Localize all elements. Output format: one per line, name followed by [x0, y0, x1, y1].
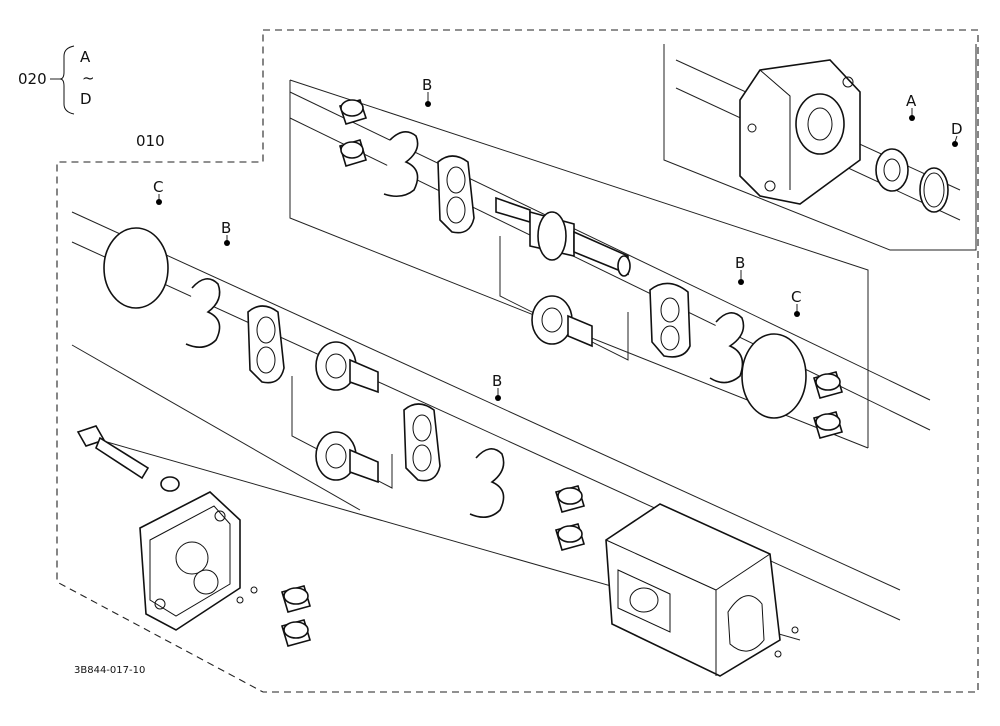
- washer: [160, 476, 180, 492]
- drive-shaft-gear: [495, 196, 631, 277]
- assembly-boundary: [56, 29, 979, 693]
- callout-b-lower: B: [492, 372, 502, 390]
- upper-wear-plate: [437, 155, 475, 234]
- housing-subgroup-frame: [663, 44, 977, 251]
- shaft-subgroup-frame-right: [289, 79, 869, 448]
- callout-a: A: [906, 92, 917, 110]
- callout-b-right: B: [735, 254, 745, 272]
- group-range-to: D: [80, 90, 92, 108]
- right-wear-plate: [649, 282, 691, 358]
- front-cover-housing: [739, 59, 861, 205]
- group-range-tilde: ~: [82, 69, 95, 87]
- lower-bushings: [554, 485, 586, 551]
- left-driven-gear: [315, 431, 379, 484]
- group-range-from: A: [80, 48, 91, 66]
- assembly-number: 010: [136, 132, 165, 150]
- driven-gear: [531, 295, 593, 348]
- group-number: 020: [18, 70, 47, 88]
- callout-b-upper: B: [422, 76, 432, 94]
- housing-circlip: [919, 167, 949, 213]
- group-reference: 020 A ~ D: [18, 45, 95, 115]
- left-drive-gear: [315, 341, 379, 394]
- right-o-ring: [741, 333, 807, 419]
- upper-bushings: [338, 99, 368, 167]
- lower-wear-plate: [403, 403, 441, 482]
- oil-seal: [875, 148, 909, 192]
- rear-bushings: [280, 585, 312, 647]
- callout-c-right: C: [791, 288, 801, 306]
- right-backup-ring: [709, 312, 745, 384]
- upper-backup-ring: [383, 131, 419, 198]
- left-wear-plate: [247, 305, 285, 384]
- rear-cover: [139, 491, 258, 631]
- gear-body-housing: [605, 503, 799, 677]
- callout-leaders: [156, 92, 958, 401]
- lower-backup-ring: [469, 448, 505, 518]
- right-bushings: [812, 371, 844, 439]
- left-backup-ring: [185, 278, 221, 348]
- drawing-code: 3B844-017-10: [74, 665, 145, 676]
- callout-d: D: [951, 120, 963, 138]
- callout-b-left: B: [221, 219, 231, 237]
- shaft-subgroup-frame: [289, 80, 869, 449]
- left-o-ring: [103, 227, 169, 309]
- bolt: [76, 425, 150, 480]
- callout-c-left: C: [153, 178, 163, 196]
